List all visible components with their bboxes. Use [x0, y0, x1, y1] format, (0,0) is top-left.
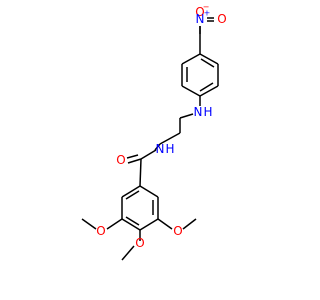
atom-amine-hydrogen: H: [203, 105, 212, 119]
charge-nitro-oxygen-top: −: [203, 3, 210, 12]
bond-benzoyl-6: [121, 185, 141, 198]
bond-carbonyl-ring: [139, 158, 142, 187]
bond-benzoyl-3: [139, 218, 159, 231]
molecule-structure: O − N + O N H N H O O O O: [81, 3, 227, 261]
bond-nitrophenyl-3: [199, 85, 219, 97]
atom-carbonyl-oxygen: O: [116, 153, 125, 167]
charge-nitro-nitrogen: +: [204, 9, 211, 18]
bond-benzoyl-inner-2: [125, 216, 140, 226]
bond-amide-n-carbonyl: [140, 149, 157, 160]
atom-nitro-nitrogen: N: [196, 12, 205, 26]
atom-nitro-oxygen-side: O: [217, 12, 226, 26]
atom-methoxy-oxygen-right: O: [173, 224, 182, 238]
atom-amide-nitrogen: N: [156, 142, 165, 156]
bond-methoxy-left-ch3: [81, 218, 97, 230]
bond-methoxy-left-o: [106, 218, 123, 230]
bond-chain-3: [154, 143, 161, 151]
atom-amine-nitrogen: N: [194, 105, 203, 119]
bond-nitrophenyl-inner-2: [199, 82, 214, 92]
bond-nitrophenyl-4: [181, 85, 201, 97]
atom-amide-hydrogen: H: [165, 142, 174, 156]
atom-nitro-oxygen-top: O: [195, 5, 204, 19]
bond-amine-n-chain: [179, 113, 194, 119]
bond-carbonyl-c-o: [127, 158, 142, 164]
bond-benzoyl-inner-3: [125, 190, 140, 200]
bond-nitrophenyl-6: [181, 53, 201, 65]
atom-methoxy-oxygen-bottom: O: [135, 236, 144, 250]
bond-methoxy-right-o: [157, 218, 173, 230]
bond-benzoyl-1: [139, 185, 159, 198]
atom-methoxy-oxygen-left: O: [96, 224, 105, 238]
bond-methoxy-bottom-ch3: [121, 245, 135, 261]
bond-chain-2: [159, 132, 181, 145]
bond-nitrophenyl-1: [199, 53, 219, 65]
bond-carbonyl-c-o-double: [126, 154, 139, 159]
bond-methoxy-right-ch3: [182, 218, 197, 230]
atom-labels: O − N + O N H N H O O O O: [96, 3, 226, 251]
bond-benzoyl-4: [121, 218, 141, 231]
bonds: [81, 17, 219, 261]
bond-nitrophenyl-inner-1: [200, 58, 215, 68]
